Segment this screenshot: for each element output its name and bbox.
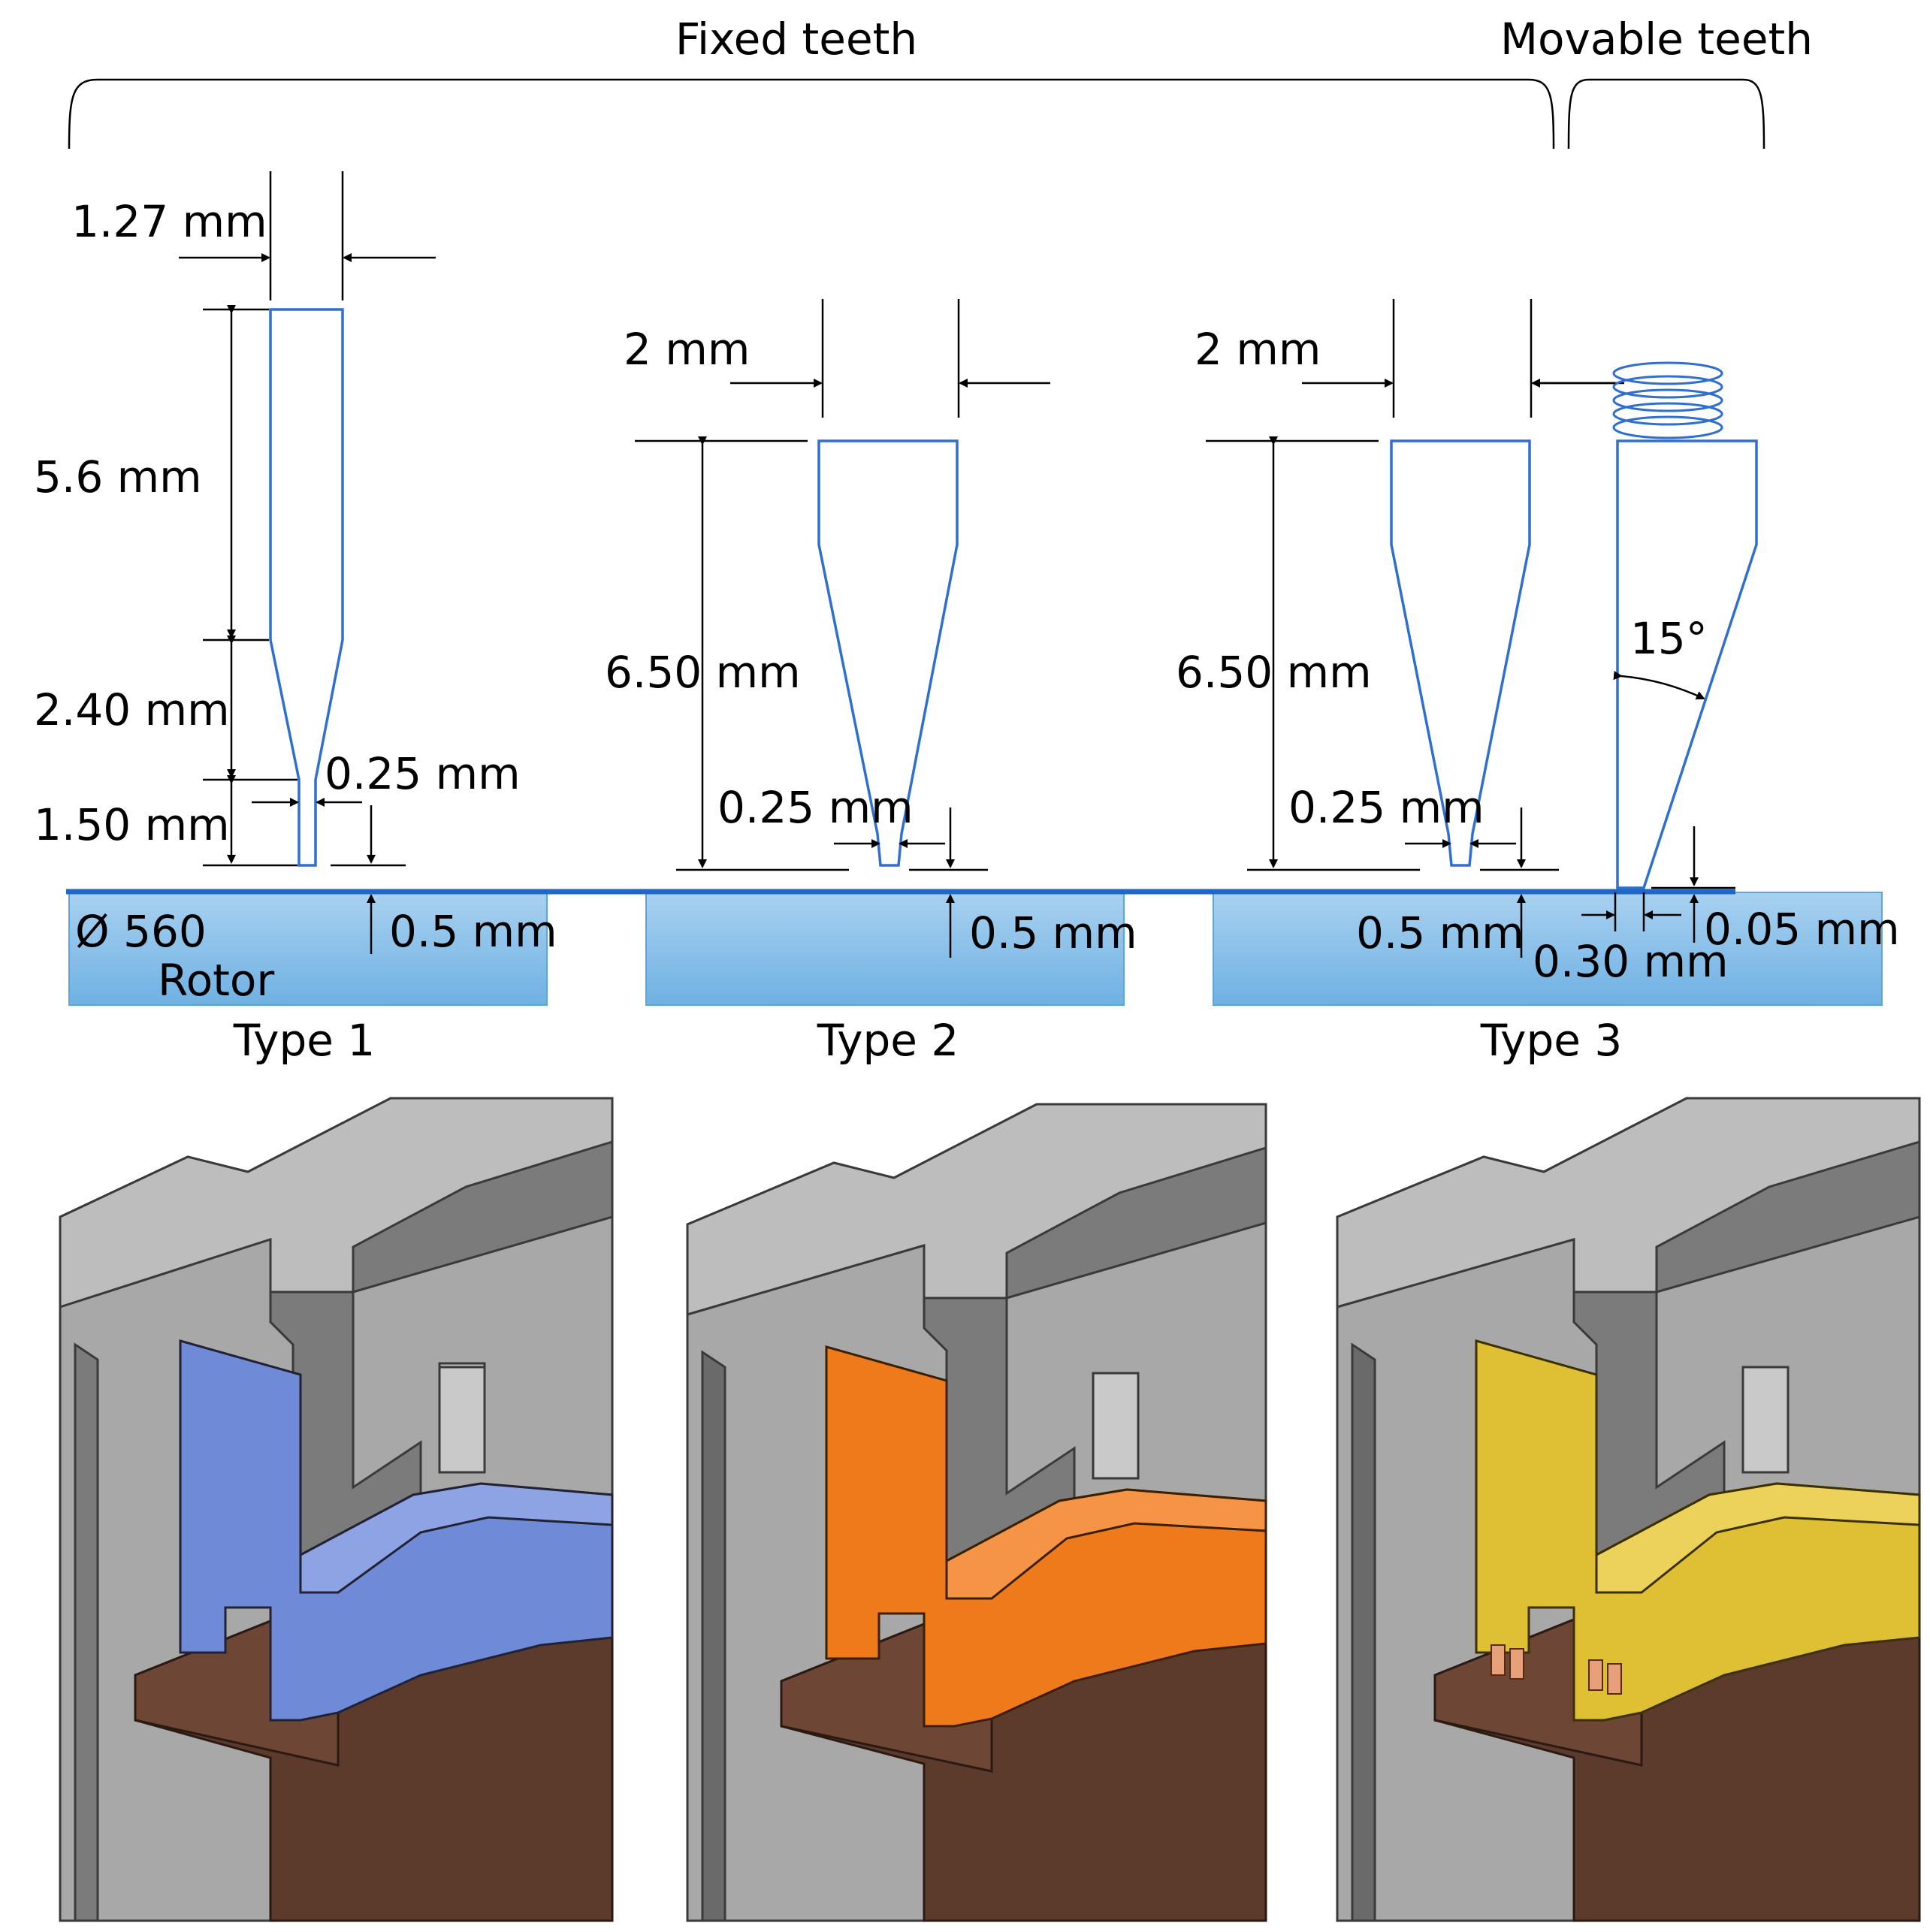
rotor-label: Rotor bbox=[158, 955, 274, 1006]
type2-tooth-drawing: 2 mm 6.50 mm 0.25 mm 0.5 mm Type 2 bbox=[605, 299, 1137, 1066]
rotor-band-1 bbox=[68, 892, 548, 1006]
type3-angle-arc bbox=[1613, 671, 1705, 700]
fixed-teeth-label: Fixed teeth bbox=[675, 14, 917, 65]
type3-gap-label: 0.5 mm bbox=[1356, 907, 1524, 958]
rotor-diameter-label: Ø 560 bbox=[75, 906, 207, 957]
rotor-group: Ø 560 Rotor bbox=[66, 889, 1883, 1006]
type2-tooth-outline bbox=[817, 439, 959, 867]
type1-3d-render bbox=[59, 1097, 614, 1922]
fixed-teeth-brace: Fixed teeth bbox=[68, 14, 1555, 149]
type1-width-label: 1.27 mm bbox=[71, 196, 267, 247]
type3-movable-teeth-icon bbox=[1491, 1644, 1622, 1695]
movable-teeth-brace: Movable teeth bbox=[1500, 14, 1813, 149]
type2-label: Type 2 bbox=[817, 1015, 959, 1066]
type3-angle-label: 15° bbox=[1630, 613, 1708, 664]
type1-height2-label: 2.40 mm bbox=[34, 684, 230, 735]
type3-height-label: 6.50 mm bbox=[1176, 647, 1372, 698]
type2-height-label: 6.50 mm bbox=[605, 647, 801, 698]
type1-height1-label: 5.6 mm bbox=[34, 451, 202, 503]
type1-tooth-outline bbox=[269, 308, 344, 867]
type2-3d-render bbox=[686, 1103, 1267, 1922]
type3-clearance-label: 0.05 mm bbox=[1704, 904, 1900, 955]
type1-gap-label: 0.5 mm bbox=[389, 906, 557, 957]
rotor-band-2 bbox=[645, 892, 1125, 1006]
type3-movable-tooth-outline bbox=[1616, 439, 1758, 889]
type3-fixed-tooth-outline bbox=[1390, 439, 1531, 867]
type2-gap-label: 0.5 mm bbox=[969, 907, 1137, 958]
type2-tip-label: 0.25 mm bbox=[717, 782, 914, 833]
type3-offset-label: 0.30 mm bbox=[1533, 936, 1729, 987]
type1-tip-label: 0.25 mm bbox=[325, 748, 521, 799]
type3-width-label: 2 mm bbox=[1195, 324, 1321, 375]
type3-3d-render bbox=[1336, 1097, 1921, 1922]
type1-tooth-drawing: 1.27 mm 5.6 mm 2.40 mm 1.50 mm 0.25 mm 0… bbox=[34, 171, 557, 1066]
type3-label: Type 3 bbox=[1480, 1015, 1623, 1066]
type1-label: Type 1 bbox=[233, 1015, 376, 1066]
type1-height3-label: 1.50 mm bbox=[34, 799, 230, 850]
type2-width-label: 2 mm bbox=[624, 324, 750, 375]
movable-teeth-label: Movable teeth bbox=[1500, 14, 1813, 65]
type3-fixed-tooth-drawing: 2 mm 6.50 mm 0.25 mm 0.5 mm bbox=[1176, 299, 1624, 958]
spring-icon bbox=[1612, 361, 1723, 439]
type3-tip-label: 0.25 mm bbox=[1288, 782, 1484, 833]
type3-movable-tooth-drawing: 15° 0.30 mm 0.05 mm Type 3 bbox=[1480, 361, 1900, 1066]
